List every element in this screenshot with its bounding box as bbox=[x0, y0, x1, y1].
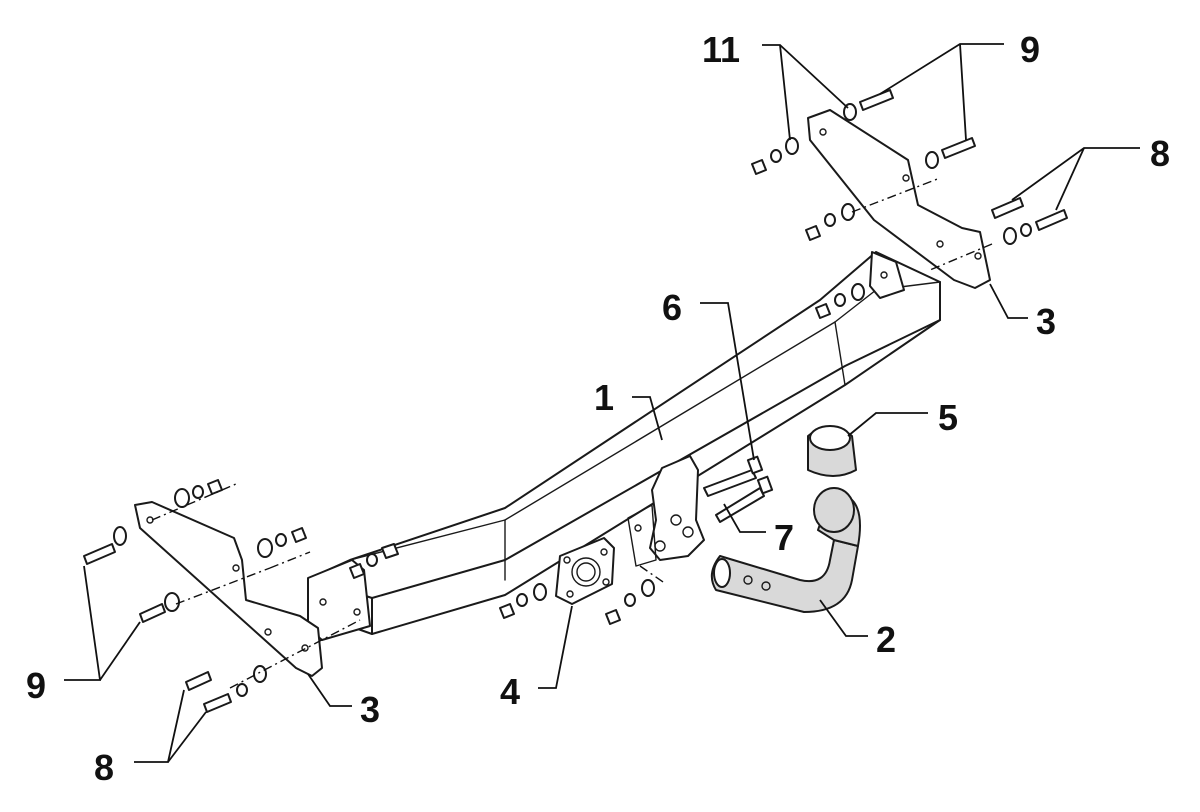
callout-3-left: 3 bbox=[360, 689, 380, 730]
socket-plate bbox=[555, 537, 615, 605]
fasteners bbox=[83, 89, 1068, 713]
center-bracket bbox=[627, 455, 705, 567]
left-side-bracket bbox=[134, 501, 323, 677]
callout-6: 6 bbox=[662, 287, 682, 328]
callout-7: 7 bbox=[774, 517, 794, 558]
callout-1: 1 bbox=[594, 377, 614, 418]
callout-8-left: 8 bbox=[94, 747, 114, 788]
callout-11: 11 bbox=[702, 29, 740, 70]
callout-9-right: 9 bbox=[1020, 29, 1040, 70]
callout-8-right: 8 bbox=[1150, 133, 1170, 174]
leader-lines bbox=[64, 43, 1140, 763]
bolts-center bbox=[703, 455, 774, 523]
assembly-axes bbox=[151, 177, 993, 689]
tow-ball bbox=[807, 425, 857, 533]
callout-2: 2 bbox=[876, 619, 896, 660]
callout-9-left: 9 bbox=[26, 665, 46, 706]
right-side-bracket bbox=[807, 109, 991, 289]
callout-3-right: 3 bbox=[1036, 301, 1056, 342]
callout-5: 5 bbox=[938, 397, 958, 438]
callout-4: 4 bbox=[500, 671, 520, 712]
cross-beam bbox=[307, 251, 941, 641]
callout-labels: 1 2 3 3 4 5 6 7 8 8 9 9 11 bbox=[26, 29, 1170, 788]
